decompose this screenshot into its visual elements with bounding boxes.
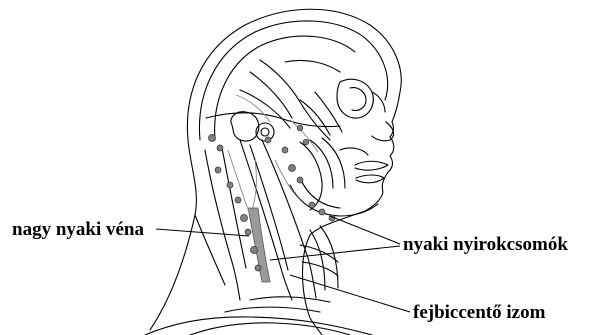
mouth <box>355 161 388 170</box>
leader-line-muscle <box>290 275 410 312</box>
leader-line-nodes <box>330 216 400 244</box>
trachea <box>310 230 325 290</box>
label-internal-jugular-vein: nagy nyaki véna <box>12 220 144 239</box>
shoulder-outline <box>145 317 372 335</box>
leader-line-vein <box>156 229 249 236</box>
masseter-muscle <box>300 142 322 210</box>
label-cervical-lymph-nodes: nyaki nyirokcsomók <box>403 235 568 254</box>
jaw <box>290 185 378 216</box>
ear <box>231 112 259 141</box>
eye-socket <box>337 79 373 118</box>
label-sternocleidomastoid: fejbiccentő izom <box>413 303 545 322</box>
